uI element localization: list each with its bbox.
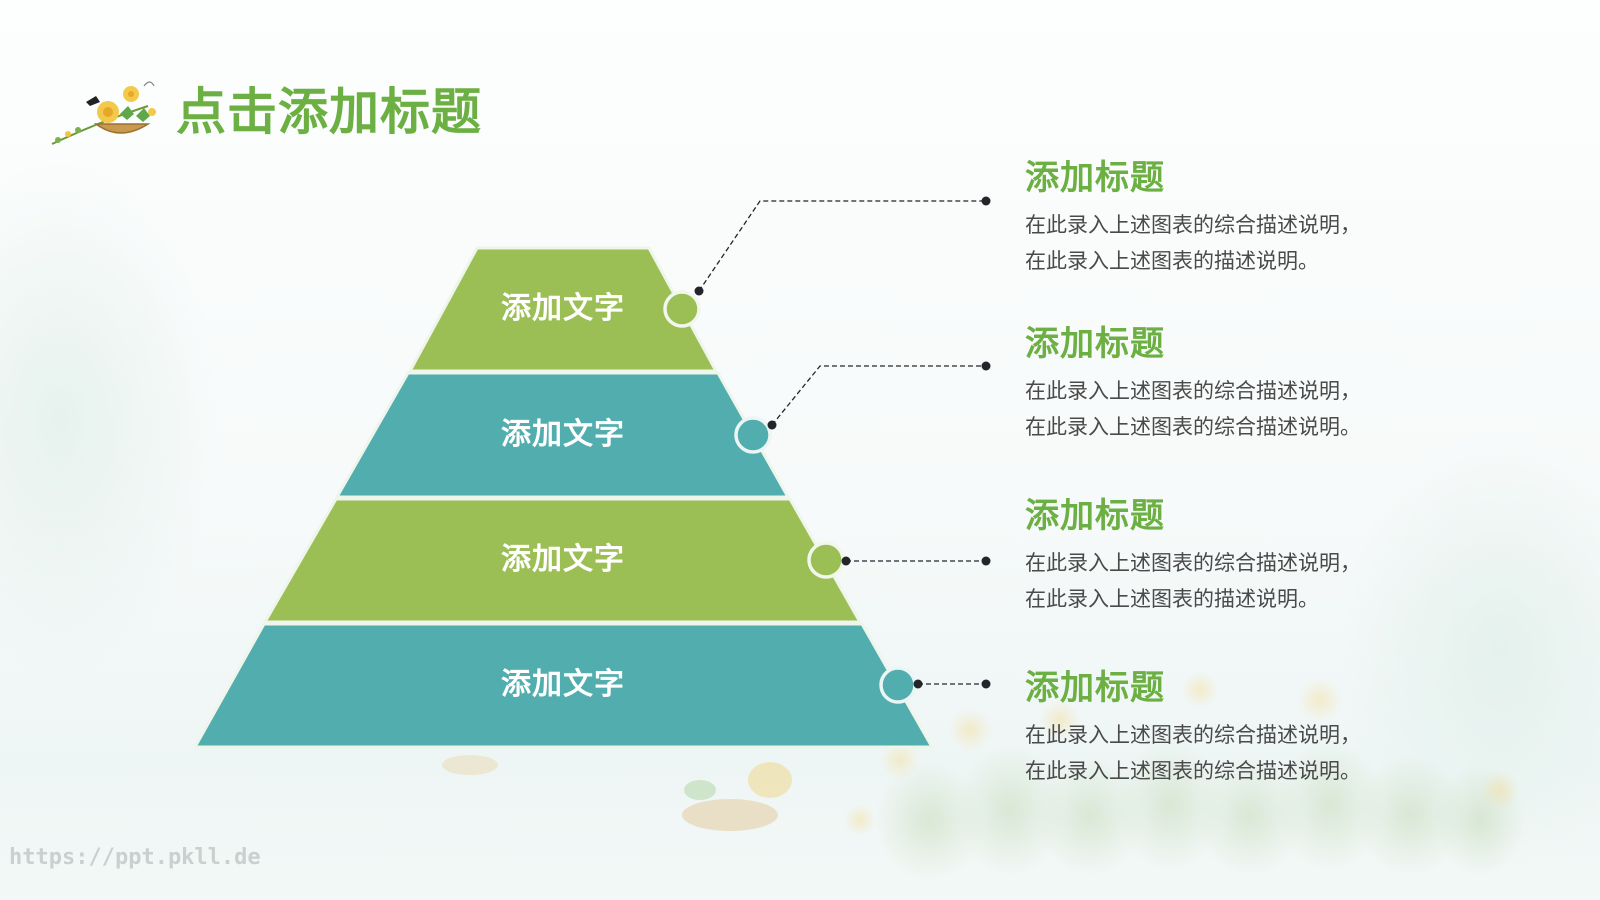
connector-dot-start-3 — [841, 556, 851, 566]
pyramid-tier-4[interactable] — [193, 622, 934, 749]
connector-dot-start-1 — [694, 286, 704, 296]
watermark-text: https://ppt.pkll.de — [9, 845, 261, 870]
description-title[interactable]: 添加标题 — [1025, 668, 1165, 708]
flower-basket-icon — [51, 81, 156, 145]
description-line[interactable]: 在此录入上述图表的综合描述说明， — [1025, 213, 1361, 237]
tier-4-label[interactable]: 添加文字 — [501, 667, 625, 702]
tier-3-label[interactable]: 添加文字 — [501, 542, 625, 577]
connector-dot-start-4 — [913, 679, 923, 689]
pyramid-tier-1[interactable] — [408, 246, 718, 373]
description-line[interactable]: 在此录入上述图表的综合描述说明， — [1025, 723, 1361, 747]
connector-line-2 — [771, 365, 986, 426]
description-line[interactable]: 在此录入上述图表的综合描述说明， — [1025, 551, 1361, 575]
description-title[interactable]: 添加标题 — [1025, 496, 1165, 536]
connector-dot-end-2 — [981, 361, 991, 371]
description-line[interactable]: 在此录入上述图表的描述说明。 — [1025, 587, 1319, 611]
tier-2-node — [734, 416, 772, 454]
tier-1-label[interactable]: 添加文字 — [501, 291, 625, 326]
description-title[interactable]: 添加标题 — [1025, 324, 1165, 364]
pyramid-tier-3[interactable] — [263, 497, 862, 624]
connector-line-1 — [698, 200, 986, 292]
connector-dot-end-3 — [981, 556, 991, 566]
description-line[interactable]: 在此录入上述图表的综合描述说明。 — [1025, 415, 1361, 439]
connector-dot-start-2 — [767, 420, 777, 430]
tier-2-label[interactable]: 添加文字 — [501, 417, 625, 452]
description-line[interactable]: 在此录入上述图表的综合描述说明， — [1025, 379, 1361, 403]
description-line[interactable]: 在此录入上述图表的综合描述说明。 — [1025, 759, 1361, 783]
description-title[interactable]: 添加标题 — [1025, 158, 1165, 198]
pyramid-tier-2[interactable] — [335, 371, 790, 499]
connector-dot-end-1 — [981, 196, 991, 206]
description-block-2: 添加标题 在此录入上述图表的综合描述说明， 在此录入上述图表的综合描述说明。 — [1025, 327, 1445, 445]
tier-4-node — [879, 666, 917, 704]
pyramid-tiers — [193, 246, 934, 749]
connector-dot-end-4 — [981, 679, 991, 689]
tier-1-node — [663, 290, 701, 328]
description-block-4: 添加标题 在此录入上述图表的综合描述说明， 在此录入上述图表的综合描述说明。 — [1025, 671, 1445, 789]
description-block-1: 添加标题 在此录入上述图表的综合描述说明， 在此录入上述图表的描述说明。 — [1025, 161, 1445, 279]
description-line[interactable]: 在此录入上述图表的描述说明。 — [1025, 249, 1319, 273]
description-block-3: 添加标题 在此录入上述图表的综合描述说明， 在此录入上述图表的描述说明。 — [1025, 499, 1445, 617]
slide-header: 点击添加标题 — [48, 72, 482, 152]
tier-3-node — [807, 541, 845, 579]
page-title: 点击添加标题 — [176, 83, 482, 141]
